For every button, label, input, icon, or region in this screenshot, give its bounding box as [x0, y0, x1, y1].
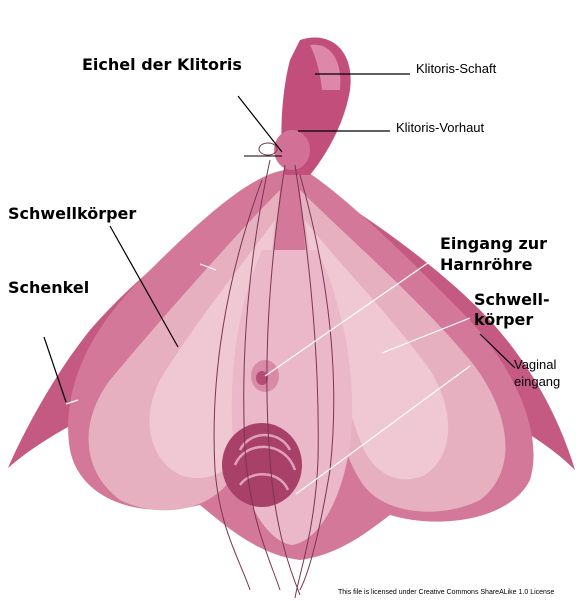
leader-vaginal-black — [479, 333, 516, 369]
clitoral-glans — [274, 130, 310, 170]
label-vaginal-2: eingang — [514, 374, 561, 389]
leader-schenkel — [43, 336, 67, 403]
leader-eichel — [237, 95, 283, 153]
label-vaginal-1: Vaginal — [514, 357, 557, 372]
bulb-right-inner — [305, 220, 449, 480]
leader-schwell-left-white — [199, 263, 217, 271]
leader-schwellkoerper-left — [109, 225, 179, 348]
label-schwellkoerper-right-1: Schwell- — [474, 290, 550, 309]
vessel-lines — [213, 159, 335, 599]
vaginal-opening — [222, 423, 302, 507]
label-schwellkoerper-right-2: körper — [474, 310, 534, 329]
label-schenkel: Schenkel — [8, 278, 90, 297]
vaginal-folds — [233, 433, 297, 491]
label-vorhaut: Klitoris-Vorhaut — [396, 120, 485, 135]
leader-vaginal — [295, 365, 471, 495]
shaft-highlight — [310, 44, 341, 90]
license-notice: This file is licensed under Creative Com… — [338, 589, 555, 596]
label-eichel: Eichel der Klitoris — [82, 55, 242, 74]
leader-schwellkoerper-right — [381, 317, 471, 354]
leader-harnroehre — [264, 257, 436, 377]
clitoral-glans-tip — [258, 142, 278, 156]
label-eingang-harnroehre-2: Harnröhre — [440, 255, 533, 274]
label-eingang-harnroehre-1: Eingang zur — [440, 234, 548, 253]
label-schaft: Klitoris-Schaft — [416, 61, 497, 76]
urethral-opening-inner — [256, 371, 268, 385]
leader-schenkel-white — [65, 399, 79, 405]
label-schwellkoerper-left: Schwellkörper — [8, 204, 137, 223]
